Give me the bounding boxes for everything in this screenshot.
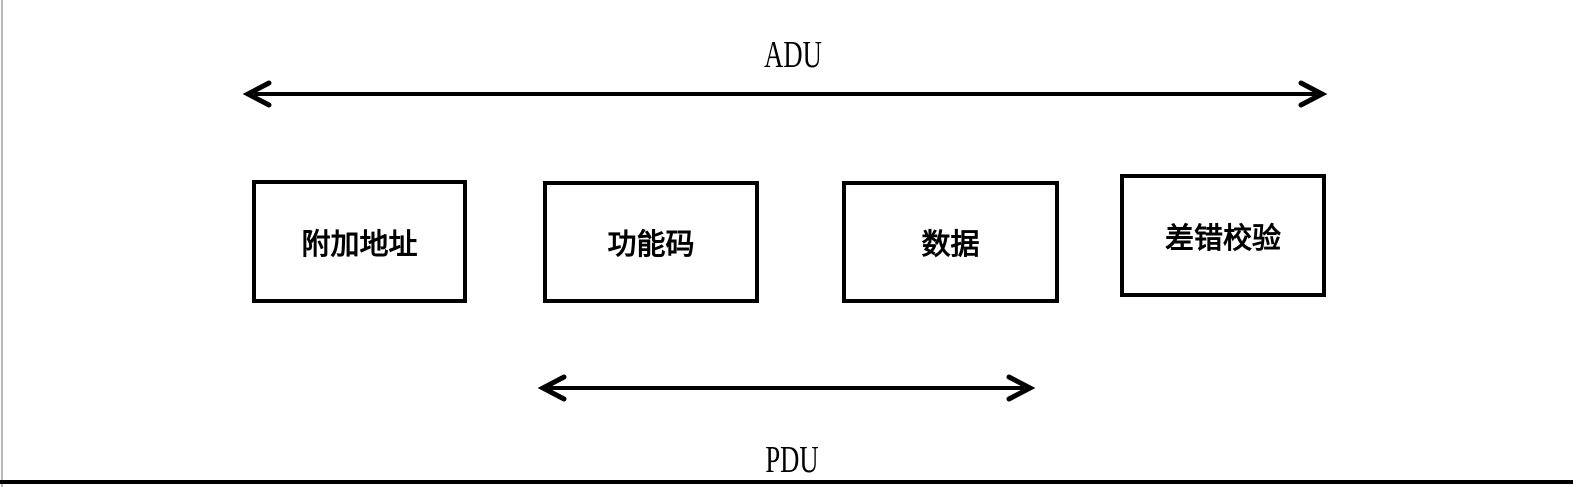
field-label-function-code: 功能码 xyxy=(607,229,695,261)
pdu-label: PDU xyxy=(765,439,819,481)
field-box-function-code: 功能码 xyxy=(543,181,759,303)
adu-span-arrow-icon xyxy=(242,80,1328,108)
page-bottom-rule xyxy=(0,480,1573,484)
field-label-error-check: 差错校验 xyxy=(1164,222,1281,255)
pdu-span-arrow-icon xyxy=(537,374,1036,402)
adu-label: ADU xyxy=(764,34,822,76)
field-label-data: 数据 xyxy=(921,229,980,261)
field-label-additional-address: 附加地址 xyxy=(301,228,418,261)
field-box-error-check: 差错校验 xyxy=(1120,174,1326,297)
field-box-additional-address: 附加地址 xyxy=(252,180,467,303)
page-left-border xyxy=(1,0,3,487)
field-box-data: 数据 xyxy=(842,181,1059,303)
